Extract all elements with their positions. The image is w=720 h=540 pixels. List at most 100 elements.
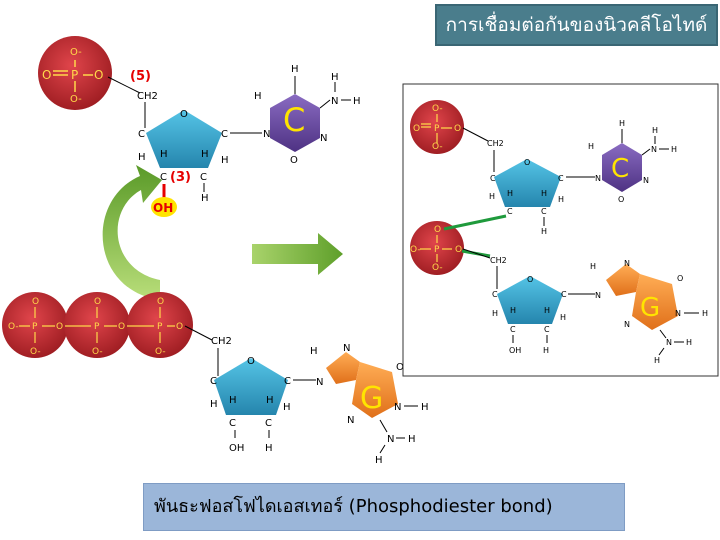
sugar-h: H: [229, 395, 237, 406]
deoxyribose-sugar: [146, 110, 222, 168]
phosphate-p-atom: P: [434, 245, 440, 255]
guanine-letter: G: [360, 381, 383, 416]
sugar-h: H: [544, 306, 550, 315]
ch2-label: CH2: [137, 91, 158, 102]
cytosine-base: [270, 94, 320, 152]
sugar-c4: C: [490, 174, 496, 183]
base-o: O: [677, 274, 683, 283]
sugar-h: H: [510, 306, 516, 315]
guanine-imidazole-ring: [326, 352, 360, 384]
base-h: H: [590, 262, 596, 271]
product-dinucleotide: P O O O- O- P O O- O O- CH2 O C C C C H …: [410, 100, 708, 365]
base-n1: N: [675, 309, 681, 318]
phosphate-group: [2, 292, 68, 358]
sugar-h: H: [266, 395, 274, 406]
sugar-h: H: [541, 189, 547, 198]
base-h: H: [310, 346, 318, 357]
deoxyribose-sugar: [214, 358, 288, 415]
ch2-label: CH2: [211, 336, 232, 347]
phosphate-group: [38, 36, 112, 110]
sugar-c1: C: [284, 376, 291, 387]
phosphate-o-top: O-: [70, 47, 82, 58]
phosphate-group: [127, 292, 193, 358]
phosphate-o-atom: O: [157, 297, 164, 307]
sugar-h: H: [138, 152, 146, 163]
amino-h: H: [408, 434, 416, 445]
sugar-h: H: [558, 195, 564, 204]
slide-title: การเชื่อมต่อกันของนิวคลีโอไทด์: [435, 4, 718, 46]
phosphate-p-atom: P: [157, 322, 163, 332]
phosphate-o-right: O: [94, 68, 103, 82]
sugar-h: H: [541, 227, 547, 236]
amino-n: N: [387, 434, 394, 445]
amino-n: N: [331, 96, 338, 107]
sugar-h: H: [210, 399, 218, 410]
cytosine-letter: C: [611, 154, 629, 184]
sugar-ring-oxygen: O: [527, 275, 533, 284]
base-n7: N: [624, 259, 630, 268]
guanine-pyrimidine-ring: [352, 362, 398, 418]
base-n7: N: [343, 343, 350, 354]
base-h: H: [588, 142, 594, 151]
cytosine-base: [602, 143, 642, 192]
phosphate-o-bottom: O-: [70, 94, 82, 105]
sugar-c2: C: [200, 172, 207, 183]
amino-h: H: [686, 338, 692, 347]
phosphate-o-minus: O-: [8, 322, 19, 332]
base-o: O: [290, 155, 298, 166]
base-n3: N: [624, 320, 630, 329]
amino-h: H: [331, 72, 339, 83]
phosphate-o-left: O: [413, 124, 420, 134]
phosphate-group: [64, 292, 130, 358]
sugar-h: H: [560, 313, 566, 322]
phosphate-o-atom: O: [32, 297, 39, 307]
sugar-c4: C: [492, 290, 498, 299]
sugar-c4: C: [138, 129, 145, 140]
sugar-h: H: [507, 189, 513, 198]
phosphate-o-left: O: [42, 68, 51, 82]
sugar-h: H: [543, 346, 549, 355]
amino-h: H: [353, 96, 361, 107]
base-h: H: [291, 64, 299, 75]
phosphate-group: [410, 100, 464, 154]
amino-n: N: [666, 338, 672, 347]
carbon-3-label: (3): [170, 170, 191, 185]
base-n1: N: [595, 174, 601, 183]
hydroxyl-oh-label: OH: [153, 201, 173, 215]
sugar-c1: C: [221, 129, 228, 140]
sugar-h: H: [265, 443, 273, 454]
phosphate-o-left: O-: [410, 245, 421, 255]
sugar-c3: C: [229, 418, 236, 429]
carbon-5-label: (5): [130, 69, 151, 84]
deoxyribose-sugar: [494, 159, 561, 207]
base-n9: N: [316, 377, 323, 388]
sugar-ring-oxygen: O: [524, 158, 530, 167]
base-h: H: [619, 119, 625, 128]
phosphate-o-bottom: O-: [432, 263, 443, 273]
sugar-c2: C: [541, 207, 547, 216]
sugar-c3: C: [507, 207, 513, 216]
ch2-label: CH2: [490, 256, 507, 265]
sugar-oh: OH: [509, 346, 521, 355]
phosphate-p-atom: P: [94, 322, 100, 332]
base-h: H: [702, 309, 708, 318]
ch2-label: CH2: [487, 139, 504, 148]
triphosphate-nucleotide: P P P O O O O- O- O- O- O O O CH2 O C C …: [2, 292, 429, 466]
amino-h: H: [375, 455, 383, 466]
phosphate-p-atom: P: [434, 124, 440, 134]
reaction-arrow: [252, 233, 343, 275]
amino-h: H: [654, 356, 660, 365]
phosphate-o-top: O: [434, 225, 441, 235]
guanine-imidazole-ring: [606, 264, 640, 296]
sugar-c2: C: [265, 418, 272, 429]
phosphate-o-atom: O: [94, 297, 101, 307]
phosphate-o-top: O-: [432, 104, 443, 114]
phosphate-o-right: O: [455, 245, 462, 255]
amino-h: H: [671, 145, 677, 154]
deoxyribose-sugar: [497, 276, 563, 324]
sugar-c1: C: [558, 174, 564, 183]
base-o: O: [618, 195, 624, 204]
guanine-pyrimidine-ring: [632, 274, 678, 330]
bond-caption: พันธะฟอสโฟไดเอสเทอร์ (Phosphodiester bon…: [143, 483, 625, 531]
